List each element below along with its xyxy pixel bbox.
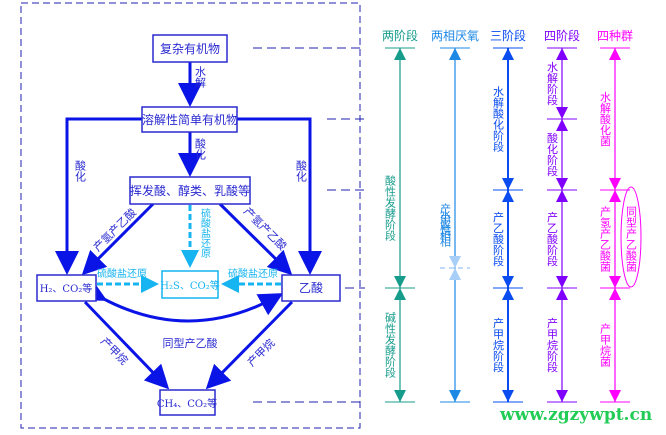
arrow-up-icon — [556, 190, 568, 202]
arrow-up-icon — [556, 48, 568, 60]
label-hydrolysis: 水解 — [194, 66, 207, 89]
arrow-up-icon — [449, 48, 461, 60]
label-acidify-right: 酸化 — [295, 159, 308, 183]
stage-label: 水解相 — [439, 208, 452, 241]
outer-frame — [20, 2, 361, 429]
stage-label: 产甲烷阶段 — [546, 316, 559, 373]
arrow-acidify-left — [55, 117, 142, 275]
arrow-up-icon — [609, 190, 621, 202]
arrow-homoacetogen — [80, 278, 284, 323]
box-acetic-acid — [281, 274, 341, 302]
box-ch4-co2 — [159, 389, 216, 416]
arrow-up-icon — [556, 288, 568, 300]
box-complex-label: 复杂有机物 — [160, 42, 220, 56]
arrow-down-icon — [394, 276, 406, 288]
box-h2s-label: H₂S、CO₂等 — [160, 279, 219, 292]
arrow-methane-right — [205, 300, 294, 390]
double-arrow-icon — [449, 256, 461, 280]
arrow-up-icon — [394, 48, 406, 60]
arrow-up-icon — [394, 288, 406, 300]
label-methane-left: 产甲烷 — [98, 334, 131, 367]
stage-label: 碱性发酵阶段 — [384, 312, 397, 379]
arrow-methane-left — [83, 300, 170, 390]
column-title: 两阶段 — [382, 28, 418, 43]
box-soluble-organics — [141, 106, 238, 133]
stage-label: 产乙酸阶段 — [492, 210, 505, 267]
box-acetic-label: 乙酸 — [299, 280, 323, 295]
arrow-down-icon — [502, 178, 514, 190]
column-title: 两相厌氧 — [431, 29, 479, 43]
column-title: 四种群 — [597, 29, 633, 43]
arrow-acetogen-left — [81, 202, 155, 276]
arrow-down-icon — [609, 390, 621, 402]
stage-label: 水解酸化菌 — [599, 91, 612, 147]
label-homoacetogen: 同型产乙酸 — [163, 336, 218, 350]
arrow-acetogen-right — [218, 202, 293, 276]
stage-label: 产氢产乙酸菌 — [599, 205, 612, 273]
arrow-down-icon — [449, 390, 461, 402]
arrow-down-icon — [502, 276, 514, 288]
label-acetogen-right: 产氢产乙酸 — [241, 204, 290, 253]
stage-label: 产甲烷菌 — [599, 322, 612, 368]
watermark: www.zgzywpt.cn — [499, 405, 652, 425]
arrow-up-icon — [502, 190, 514, 202]
stage-label: 产甲烷阶段 — [492, 316, 505, 373]
stage-label: 同型产乙酸菌 — [625, 206, 638, 273]
arrow-down-icon — [502, 390, 514, 402]
arrow-down-icon — [556, 276, 568, 288]
stage-guides — [253, 47, 365, 403]
stage-label: 酸性发酵阶段 — [384, 174, 397, 242]
column-title: 三阶段 — [490, 28, 526, 43]
arrow-up-icon — [556, 119, 568, 131]
arrow-acidify-right — [237, 117, 322, 275]
box-h2-co2 — [36, 274, 97, 302]
box-h2-label: H₂、CO₂等 — [40, 282, 93, 295]
stage-label: 酸化阶段 — [546, 131, 559, 177]
arrow-down-icon — [609, 276, 621, 288]
stage-label: 水解阶段 — [546, 61, 559, 106]
label-sulfate-right: 硫酸盐还原 — [228, 267, 278, 280]
box-vfa-label: 挥发酸、醇类、乳酸等 — [130, 183, 250, 198]
label-acidify-mid: 酸化 — [194, 137, 207, 161]
homoacetogen-ellipse — [620, 186, 642, 288]
arrow-down-icon — [394, 390, 406, 402]
label-acetogen-left: 产氢产乙酸 — [90, 205, 139, 254]
arrow-down-icon — [556, 178, 568, 190]
box-soluble-label: 溶解性简单有机物 — [142, 112, 238, 127]
stage-label: 产甲烷相 — [439, 202, 452, 247]
arrow-down-icon — [609, 178, 621, 190]
label-sulfate-left: 硫酸盐还原 — [97, 267, 147, 280]
box-vfa — [129, 176, 251, 205]
stage-label: 产乙酸阶段 — [546, 210, 559, 267]
box-complex-organics — [152, 34, 228, 63]
label-methane-right: 产甲烷 — [244, 336, 277, 369]
column-title: 四阶段 — [544, 28, 580, 43]
box-ch4-label: CH₄、CO₂等 — [157, 397, 217, 410]
arrow-up-icon — [502, 48, 514, 60]
stage-label: 水解酸化阶段 — [492, 86, 505, 153]
arrow-up-icon — [502, 288, 514, 300]
arrow-up-icon — [609, 288, 621, 300]
box-h2s-co2 — [161, 270, 219, 299]
arrow-down-icon — [556, 107, 568, 119]
label-acidify-left: 酸化 — [74, 159, 87, 183]
arrow-down-icon — [556, 390, 568, 402]
label-sulfate-mid: 硫酸盐还原 — [199, 207, 211, 258]
arrow-up-icon — [609, 48, 621, 60]
